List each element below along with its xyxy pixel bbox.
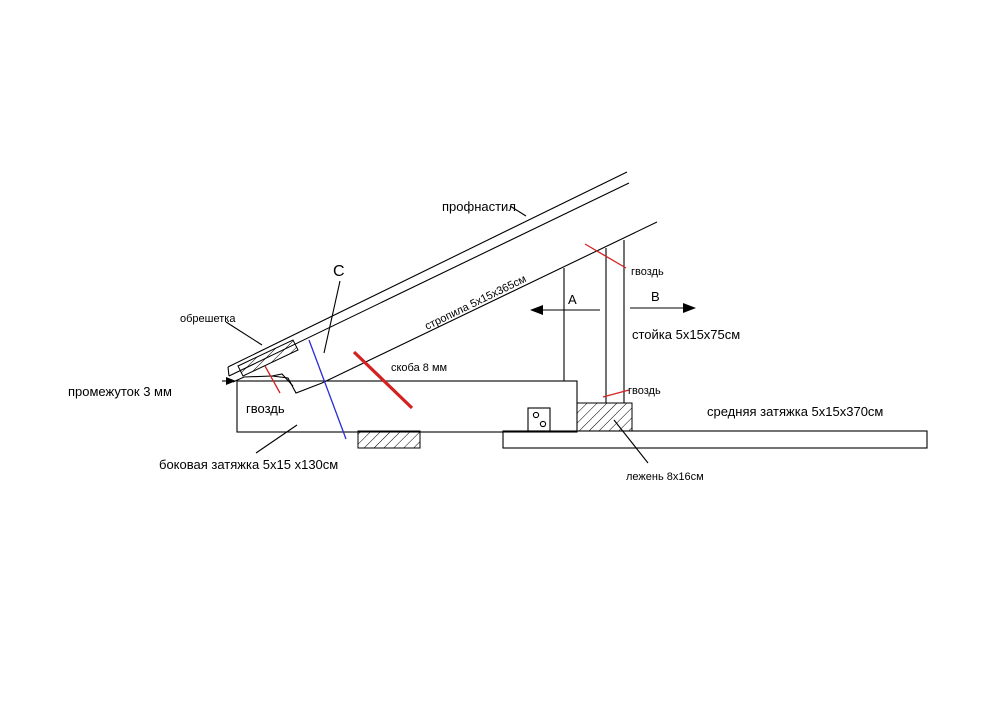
label-arrow-b: B [651,289,660,304]
middle-tie-beam [502,430,928,449]
post-b [605,240,625,403]
batten-block [237,339,299,377]
gap-notch [271,373,294,387]
nail-mark-left [264,365,281,394]
support-block-left [357,430,421,449]
arrow-b [630,303,696,313]
label-middle-tie: средняя затяжка 5х15х370см [707,404,883,419]
label-side-tie: боковая затяжка 5х15 х130см [159,457,338,472]
section-line-c [308,339,347,440]
label-arrow-a: A [568,292,577,307]
staple-mark [352,350,414,410]
sleeper-block [576,402,633,432]
bracket-plate [527,407,551,432]
nail-mark-top [584,243,627,269]
side-tie-beam [236,380,578,433]
label-c-marker: C [333,263,345,280]
arrow-a [530,305,600,315]
rafter-end-profile [232,375,323,394]
profiled-sheet [227,171,630,377]
label-skoba: скоба 8 мм [391,362,447,374]
label-nail-right: гвоздь [628,385,661,397]
rafter-bottom-line [321,221,658,384]
label-rafter: стропила 5х15х365см [423,273,528,333]
nail-mark-right [602,389,630,398]
label-gap: промежуток 3 мм [68,384,172,399]
label-post: стойка 5х15х75см [632,327,740,342]
label-lezhen: лежень 8х16см [626,471,704,483]
label-nail-left: гвоздь [246,401,285,416]
label-obreshetka: обрешетка [180,313,236,325]
label-profnastil: профнастил [442,199,516,214]
leader-lines [222,205,649,464]
label-nail-top: гвоздь [631,266,664,278]
